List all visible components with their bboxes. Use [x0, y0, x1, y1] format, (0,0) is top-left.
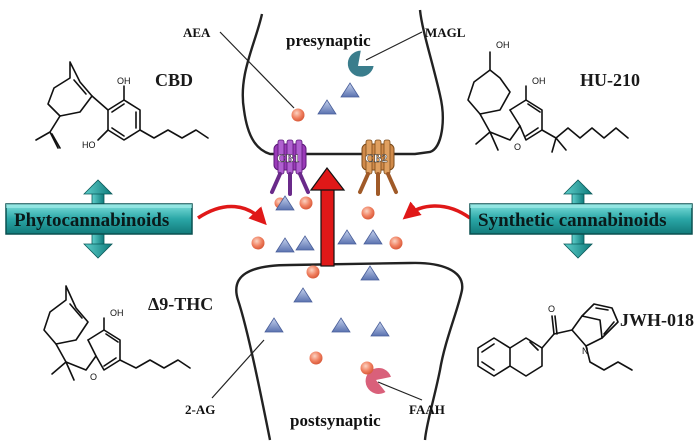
hu210-o-atom: O: [514, 142, 521, 152]
cbd-ho-atom: HO: [82, 140, 96, 150]
phytocannabinoids-label: Phytocannabinoids: [14, 210, 169, 231]
ligand-triangles: [264, 82, 390, 337]
postsynaptic-label: postsynaptic: [290, 411, 381, 430]
cb1-label: CB1: [277, 151, 300, 165]
magl-enzyme-icon: [347, 50, 374, 77]
cb1-receptor-icon: CB1: [270, 139, 310, 196]
ligand-triangle: [317, 99, 337, 115]
ligand-circle: [299, 196, 313, 210]
presynaptic-membrane: [241, 9, 444, 156]
ligand-circle: [360, 361, 374, 375]
thc-o-atom: O: [90, 372, 97, 382]
two-ag-leader-line: [211, 339, 265, 399]
phytocannabinoids-box: [5, 203, 193, 235]
cbd-label: CBD: [155, 70, 193, 90]
aea-label: AEA: [183, 25, 211, 40]
magl-leader-line: [365, 31, 423, 61]
jwh018-o-atom: O: [548, 304, 555, 314]
thc-label: Δ9-THC: [148, 294, 213, 314]
hu210-oh-top-atom: OH: [496, 40, 510, 50]
cb2-receptor-icon: CB2: [358, 139, 398, 196]
ligand-triangle: [275, 237, 295, 253]
ligand-triangle: [331, 317, 351, 333]
two-ag-label: 2-AG: [185, 402, 215, 417]
ligand-triangle: [293, 287, 313, 303]
phytocannabinoids-group: Phytocannabinoids: [5, 179, 193, 259]
magl-label: MAGL: [425, 25, 466, 40]
hu210-oh-atom: OH: [532, 76, 546, 86]
ligand-triangle: [340, 82, 360, 98]
ligand-circle: [389, 236, 403, 250]
cbd-structure: CBD OH HO: [35, 61, 209, 150]
cbd-oh-atom: OH: [117, 76, 131, 86]
phyto-to-synapse-arrow: [197, 204, 267, 226]
ligand-triangle: [337, 229, 357, 245]
ligand-circle: [361, 206, 375, 220]
postsynaptic-membrane: [235, 261, 464, 441]
thc-oh-atom: OH: [110, 308, 124, 318]
synthetic-cannabinoids-label: Synthetic cannabinoids: [478, 210, 666, 231]
jwh018-n-atom: N: [582, 346, 589, 356]
synthetic-cannabinoids-box: [469, 203, 693, 235]
faah-enzyme-icon: [365, 368, 391, 394]
ligand-circle: [291, 108, 305, 122]
synthetic-cannabinoids-group: Synthetic cannabinoids: [469, 179, 693, 259]
ligand-circles: [251, 108, 403, 375]
thc-structure: Δ9-THC OH O: [43, 285, 213, 382]
ligand-circle: [309, 351, 323, 365]
synthetic-to-synapse-arrow: [402, 201, 472, 220]
cb2-label: CB2: [365, 151, 388, 165]
faah-leader-line: [377, 381, 423, 401]
jwh018-structure: JWH-018 O N: [477, 303, 694, 377]
ligand-circle: [306, 265, 320, 279]
hu210-label: HU-210: [580, 70, 640, 90]
ligand-circle: [251, 236, 265, 250]
ligand-triangle: [363, 229, 383, 245]
jwh018-label: JWH-018: [620, 310, 694, 330]
ligand-triangle: [264, 317, 284, 333]
ligand-triangle: [295, 235, 315, 251]
aea-leader-line: [219, 31, 295, 109]
ligand-triangle: [275, 195, 295, 211]
ligand-triangle: [360, 265, 380, 281]
hu210-structure: HU-210 OH OH O: [467, 40, 640, 153]
faah-label: FAAH: [409, 402, 445, 417]
retrograde-signal-arrow: [309, 166, 346, 267]
ligand-triangle: [370, 321, 390, 337]
presynaptic-label: presynaptic: [286, 31, 371, 50]
